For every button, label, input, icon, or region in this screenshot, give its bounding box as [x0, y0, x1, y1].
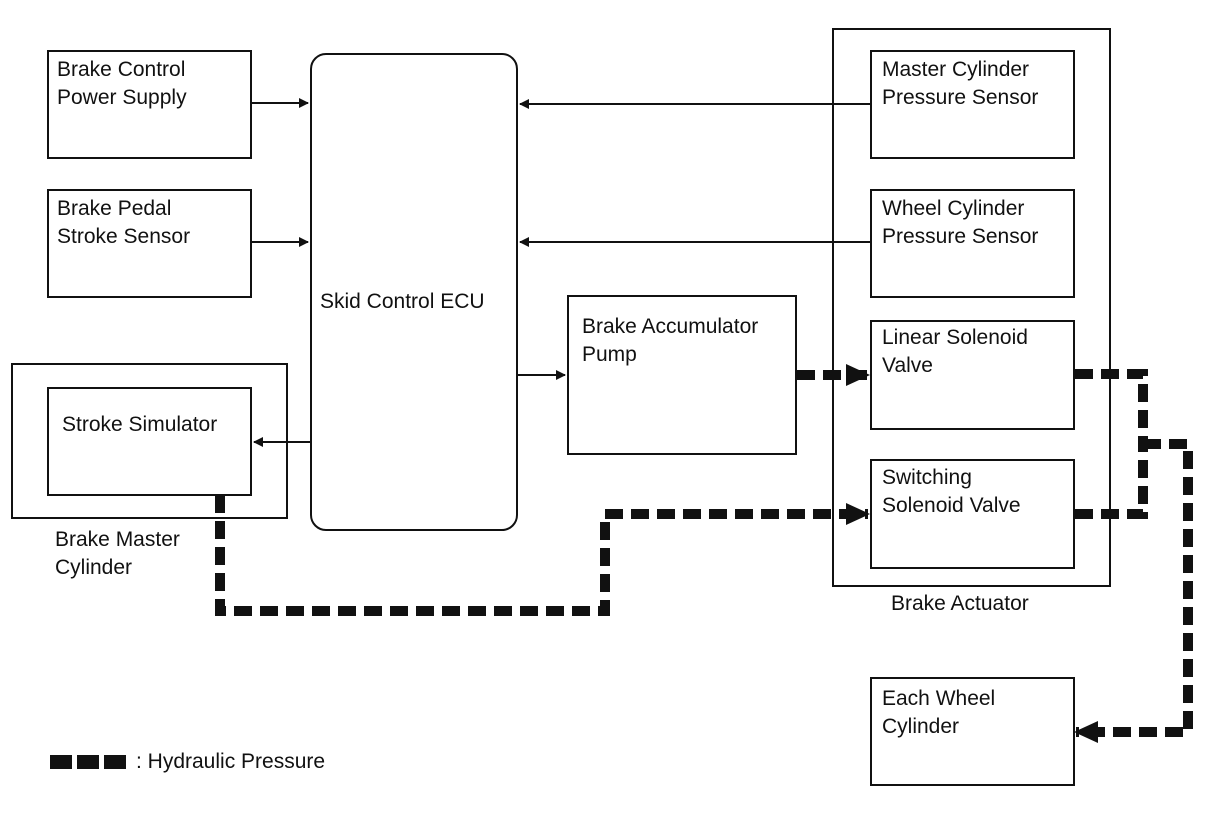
each-wheel-cylinder-label: Each Wheel Cylinder — [882, 687, 996, 738]
accumulator-pump-label: Brake Accumulator Pump — [582, 315, 759, 366]
brake-actuator-label: Brake Actuator — [891, 592, 1029, 615]
master-pressure-sensor-label: Master Cylinder Pressure Sensor — [882, 58, 1039, 109]
accumulator-pump-box — [567, 295, 797, 455]
linear-solenoid-valve-label: Linear Solenoid Valve — [882, 326, 1028, 377]
power-supply-box — [47, 50, 252, 159]
switching-solenoid-valve-label: Switching Solenoid Valve — [882, 466, 1021, 517]
hydraulic-simulator-to-switching-valve — [215, 495, 870, 616]
skid-control-ecu-box — [310, 53, 518, 531]
stroke-simulator-box — [47, 387, 252, 496]
switching-solenoid-valve-box — [870, 459, 1075, 569]
hydraulic-linear-valve-outlet — [1075, 369, 1148, 444]
master-pressure-sensor-box — [870, 50, 1075, 159]
master-cylinder-label: Brake Master Cylinder — [55, 528, 180, 579]
wheel-pressure-sensor-label: Wheel Cylinder Pressure Sensor — [882, 197, 1039, 248]
each-wheel-cylinder-box — [870, 677, 1075, 786]
power-supply-label: Brake Control Power Supply — [57, 58, 187, 109]
pedal-stroke-sensor-box — [47, 189, 252, 298]
brake-actuator-box — [832, 28, 1111, 587]
linear-solenoid-valve-box — [870, 320, 1075, 430]
master-cylinder-box — [11, 363, 288, 519]
skid-control-ecu-label: Skid Control ECU — [320, 290, 485, 313]
hydraulic-to-each-wheel-cylinder — [1074, 439, 1193, 743]
hydraulic-pressure-legend-swatch — [50, 755, 130, 769]
stroke-simulator-label: Stroke Simulator — [62, 413, 218, 436]
hydraulic-switching-valve-outlet — [1075, 444, 1148, 519]
pedal-stroke-sensor-label: Brake Pedal Stroke Sensor — [57, 197, 191, 248]
wheel-pressure-sensor-box — [870, 189, 1075, 298]
hydraulic-pressure-legend-label: : Hydraulic Pressure — [136, 750, 326, 773]
